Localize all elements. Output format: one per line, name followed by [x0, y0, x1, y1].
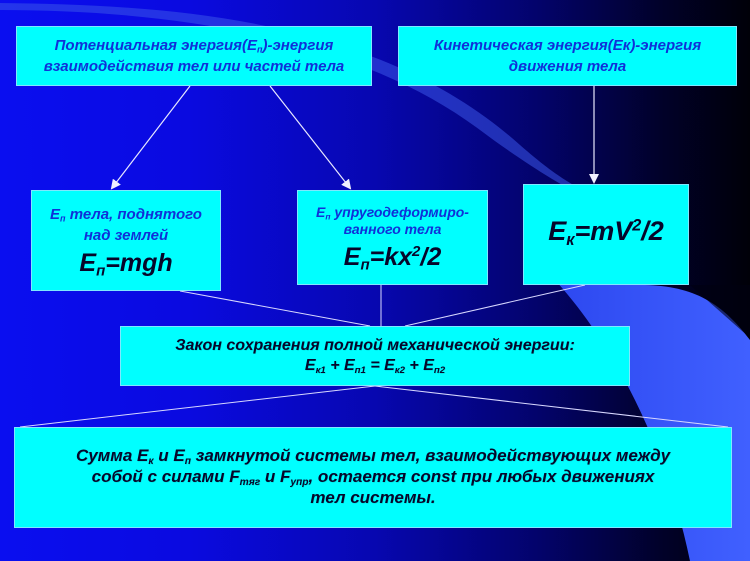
- kinetic-formula-box: Eк=mV2/2: [523, 184, 689, 285]
- arrow-to-elastic: [269, 85, 352, 190]
- potential-energy-title: Потенциальная энергия(Eп)-энергия: [54, 37, 334, 55]
- energy-sum-statement-box: Сумма Eк и Eп замкнутой системы тел, вза…: [14, 427, 732, 528]
- lifted-body-box: Eп тела, поднятого над землей Eп=mgh: [31, 190, 221, 291]
- lifted-body-formula: Eп=mgh: [79, 248, 173, 279]
- elastic-body-label: Eп упругодеформиро-: [316, 203, 469, 222]
- statement-line-3: тел системы.: [310, 488, 436, 507]
- kinetic-energy-title: Кинетическая энергия(Ек)-энергия: [433, 37, 702, 54]
- elastic-body-label-2: ванного тела: [343, 220, 442, 237]
- kinetic-energy-definition: движения тела: [508, 58, 627, 75]
- kinetic-formula: Eк=mV2/2: [548, 215, 664, 249]
- arrow-to-lifted: [110, 85, 191, 190]
- conservation-law-box: Закон сохранения полной механической эне…: [120, 326, 630, 386]
- elastic-body-box: Eп упругодеформиро- ванного тела Eп=kx2/…: [297, 190, 488, 285]
- lifted-body-label: Eп тела, поднятого: [50, 205, 202, 224]
- kinetic-energy-box: Кинетическая энергия(Ек)-энергия движени…: [398, 26, 737, 86]
- statement-line-1: Сумма Eк и Eп замкнутой системы тел, вза…: [75, 446, 671, 468]
- elastic-body-formula: Eп=kx2/2: [343, 242, 442, 273]
- lifted-body-label-2: над землей: [83, 226, 169, 244]
- conservation-law-equation: Eк1 + Eп1 = Eк2 + Eп2: [304, 357, 446, 376]
- statement-line-2: собой с силами Fтяг и Fупр, остается con…: [91, 467, 655, 489]
- potential-energy-definition: взаимодействия тел или частей тела: [43, 58, 345, 75]
- conservation-law-title: Закон сохранения полной механической эне…: [175, 337, 575, 354]
- potential-energy-box: Потенциальная энергия(Eп)-энергия взаимо…: [16, 26, 372, 86]
